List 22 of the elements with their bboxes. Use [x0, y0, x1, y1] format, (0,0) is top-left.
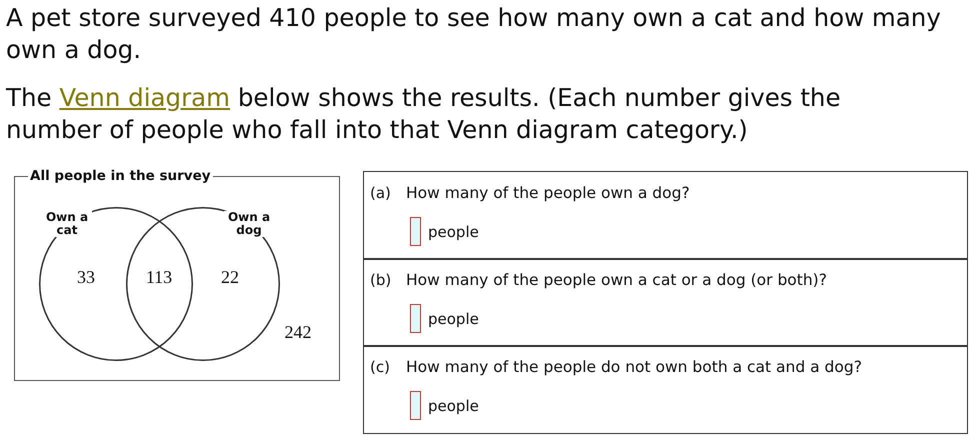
- region-count: 113: [146, 267, 172, 287]
- question-text: How many of the people own a dog?: [406, 183, 690, 203]
- venn-circle: [126, 207, 280, 361]
- intro-paragraph: The Venn diagram below shows the results. (Each number gives the number of people who fall into that Venn diagram category.): [6, 82, 842, 146]
- question-letter: (b): [370, 270, 392, 290]
- question-row: [363, 258, 968, 346]
- unit-label: people: [428, 396, 479, 416]
- unit-label: people: [428, 222, 479, 242]
- venn-circle: [39, 207, 193, 361]
- region-count: 33: [77, 267, 95, 287]
- question-text: How many of the people own a cat or a dog (or both)?: [406, 270, 827, 290]
- glossary-link: Venn diagram: [59, 83, 230, 112]
- question-letter: (a): [370, 183, 391, 203]
- question-text: How many of the people do not own both a cat and a dog?: [406, 357, 862, 377]
- question-letter: (c): [370, 357, 390, 377]
- frame-heading: All people in the survey: [28, 168, 213, 184]
- question-row: [363, 171, 968, 260]
- region-count: 22: [221, 267, 239, 287]
- region-count: 242: [284, 322, 312, 342]
- intro-paragraph: A pet store surveyed 410 people to see how many own a cat and how many own a dog.: [6, 2, 942, 66]
- unit-label: people: [428, 308, 479, 328]
- question-row: [363, 345, 968, 434]
